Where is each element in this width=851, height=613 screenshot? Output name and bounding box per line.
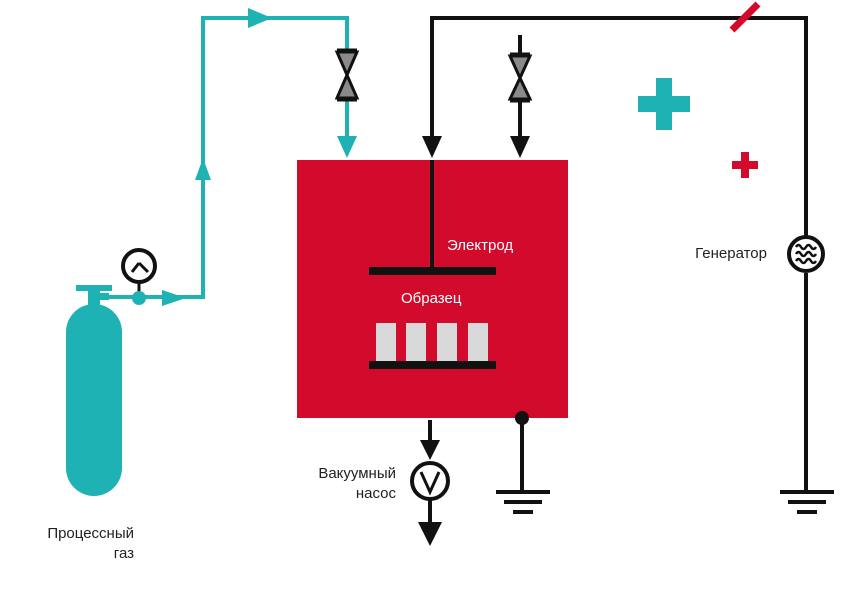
- vacuum-pump-label-line2: насос: [356, 485, 397, 502]
- switch-icon: [729, 1, 761, 33]
- pressure-gauge-icon: [121, 248, 157, 305]
- vacuum-pump-icon: [410, 461, 450, 501]
- generator-arrow-down: [422, 136, 442, 158]
- valve-icon: [334, 48, 360, 102]
- black-arrows: [418, 136, 530, 546]
- gas-arrow-down: [337, 136, 357, 158]
- pump-arrow-down: [420, 440, 440, 460]
- process-gas-label-line1: Процессный: [47, 525, 134, 542]
- chamber-ground-terminal: [515, 411, 529, 425]
- gas-flow-arrows: [162, 8, 357, 306]
- process-gas-label-line2: газ: [114, 545, 134, 562]
- vacuum-pump-label-line1: Вакуумный: [318, 465, 396, 482]
- gas-arrow-up: [195, 158, 211, 180]
- gas-arrow-right-bottom: [162, 290, 186, 306]
- gas-arrow-right-top: [248, 8, 272, 28]
- plus-icon: [732, 152, 758, 178]
- valve-icon: [507, 52, 533, 103]
- exhaust-arrow-down: [418, 522, 442, 546]
- electrode-label: Электрод: [447, 237, 513, 254]
- ground-icon: [780, 490, 834, 514]
- sample-base-plate: [369, 361, 496, 369]
- sample-blocks: [376, 323, 488, 361]
- electrode-plate: [369, 267, 496, 275]
- plus-icon: [638, 78, 690, 130]
- gas-cylinder-icon: [66, 285, 122, 496]
- sample-label: Образец: [401, 290, 462, 307]
- ground-icon: [496, 490, 550, 514]
- inlet-arrow-down: [510, 136, 530, 158]
- generator-label: Генератор: [695, 245, 767, 262]
- ac-generator-icon: [787, 235, 825, 273]
